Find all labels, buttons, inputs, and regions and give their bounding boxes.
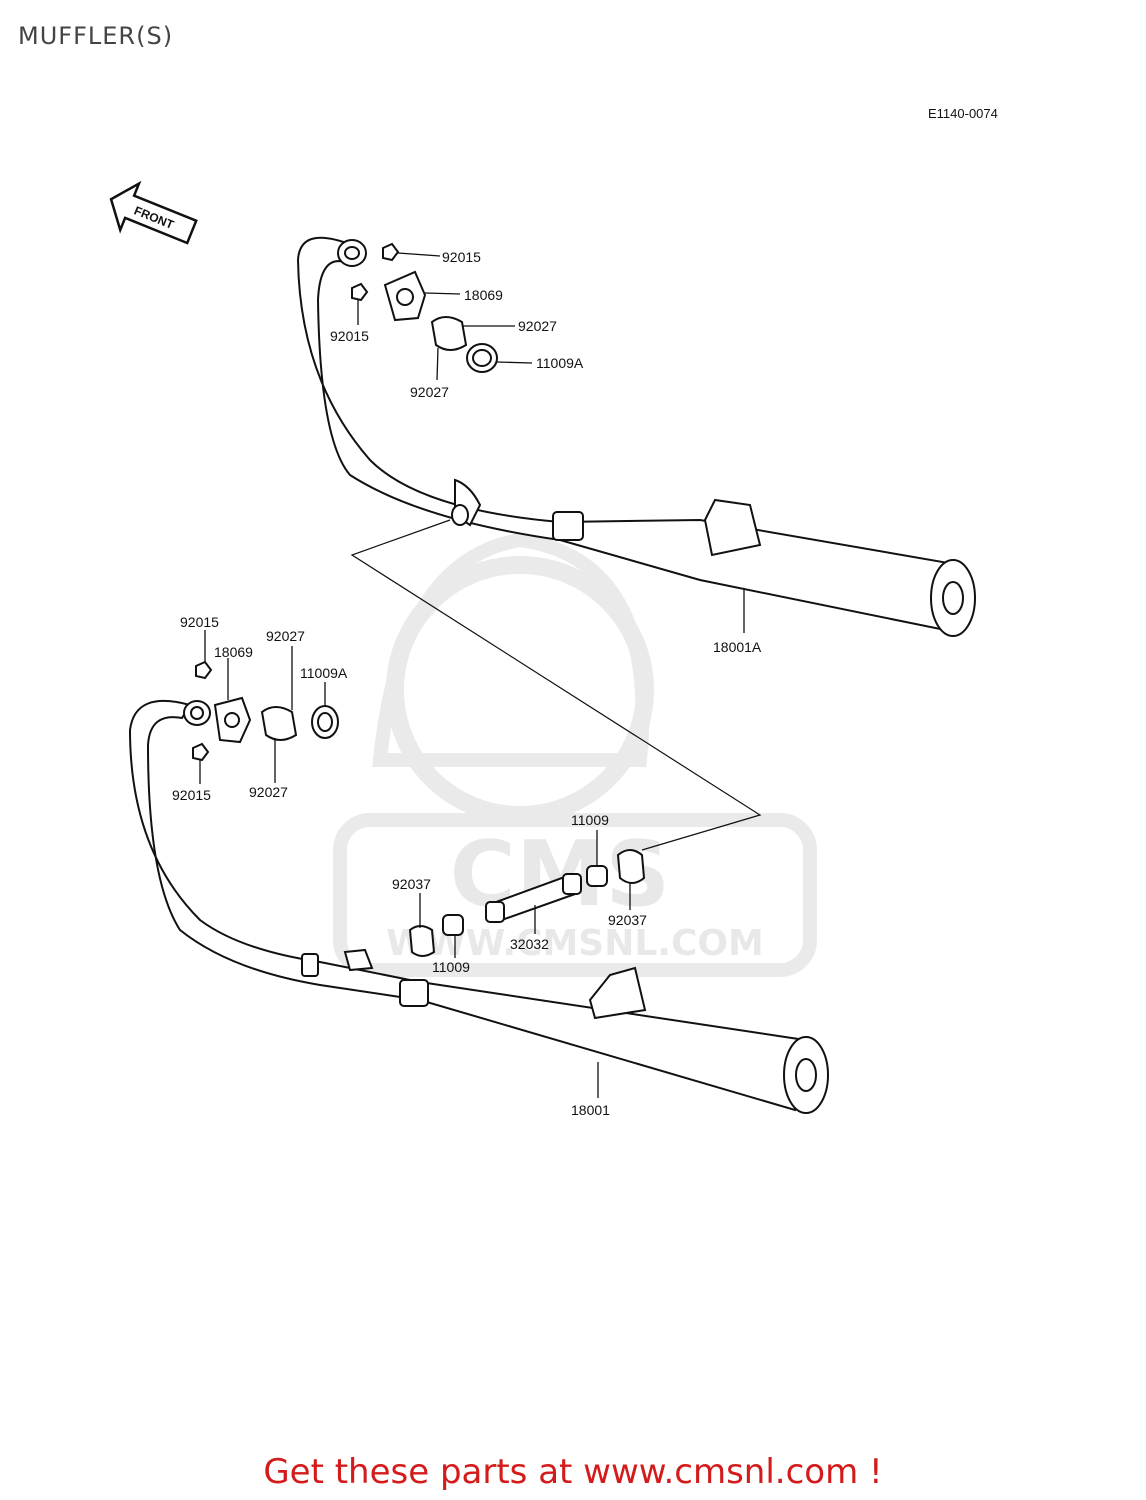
label-11009a-gasket-upper: 11009A [536, 355, 584, 371]
label-92027-collar-upper-a: 92027 [518, 318, 557, 334]
lower-muffler [128, 660, 829, 1114]
label-18069-flange-lower: 18069 [214, 644, 253, 660]
label-92037-clamp-b: 92037 [608, 912, 647, 928]
label-92015-nut-upper-b: 92015 [330, 328, 369, 344]
lower-part-labels: 92015 18069 92027 11009A 92015 92027 180… [172, 614, 610, 1118]
upper-leader-lines [357, 252, 745, 633]
connector-leader-lines [419, 830, 631, 958]
label-92037-clamp-a: 92037 [392, 876, 431, 892]
label-18001-muffler: 18001 [571, 1102, 610, 1118]
footer-link[interactable]: Get these parts at www.cmsnl.com ! [263, 1452, 883, 1492]
label-92027-collar-lower-a: 92027 [266, 628, 305, 644]
label-32032-pipe: 32032 [510, 936, 549, 952]
label-92027-collar-upper-b: 92027 [410, 384, 449, 400]
label-92015-nut-upper-a: 92015 [442, 249, 481, 265]
label-11009-sleeve-b: 11009 [432, 959, 470, 975]
lower-leader-lines [199, 630, 599, 1098]
page-title: MUFFLER(S) [18, 22, 174, 50]
upper-part-labels: 92015 18069 92015 92027 11009A 92027 180… [330, 249, 762, 655]
label-11009-sleeve-a: 11009 [571, 812, 609, 828]
label-92015-nut-lower-b: 92015 [172, 787, 211, 803]
connection-guide-lines [350, 519, 762, 851]
connector-part-labels: 11009 92037 92037 32032 11009 [392, 812, 647, 975]
connector-assembly [408, 849, 646, 957]
watermark: CMS WWW.CMSNL.COM [333, 532, 817, 977]
diagram-code: E1140-0074 [928, 106, 998, 121]
upper-muffler [296, 236, 976, 637]
label-92015-nut-lower-a: 92015 [180, 614, 219, 630]
label-18069-flange-upper: 18069 [464, 287, 503, 303]
label-18001a-muffler: 18001A [713, 639, 762, 655]
label-92027-collar-lower-b: 92027 [249, 784, 288, 800]
exploded-parts-diagram: CMS WWW.CMSNL.COM FRONT 92015 18 [109, 180, 976, 1118]
front-arrow-icon: FRONT [109, 180, 198, 245]
label-11009a-gasket-lower: 11009A [300, 665, 348, 681]
